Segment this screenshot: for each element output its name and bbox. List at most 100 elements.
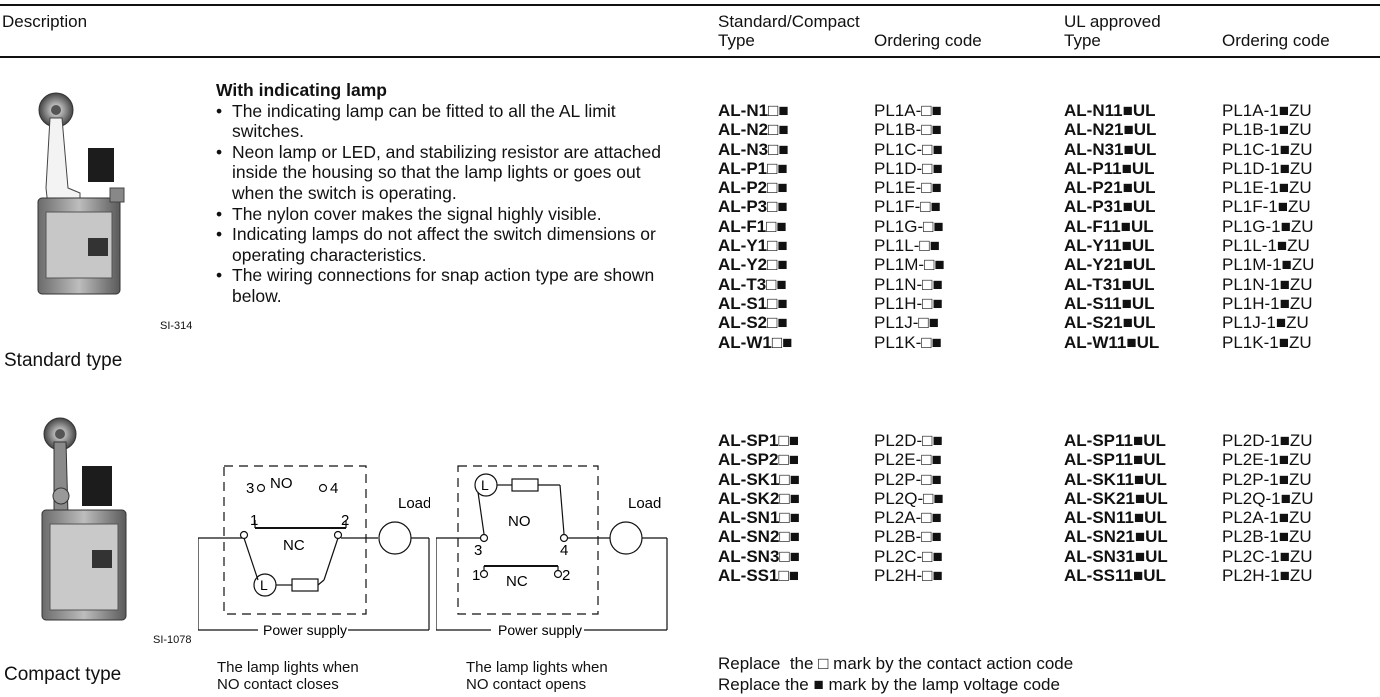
type-cell: AL-W1□■	[718, 332, 793, 352]
feature-bullet-1: The indicating lamp can be fitted to all…	[216, 101, 686, 142]
load-label: Load	[398, 495, 430, 512]
lamp-symbol-label: L	[481, 477, 489, 493]
code-cell: PL1A-□■	[874, 101, 942, 120]
terminal-2-label: 2	[562, 567, 570, 584]
ul-code-cell: PL1M-1■ZU	[1222, 255, 1315, 275]
ul-type-cell: AL-F11■UL	[1064, 216, 1154, 236]
terminal-1-label: 1	[250, 512, 258, 529]
ul-type-cell: AL-SK21■UL	[1064, 488, 1168, 508]
ul-type-cell: AL-P31■UL	[1064, 197, 1156, 217]
ul-code-cell: PL1L-1■ZU	[1222, 236, 1310, 256]
type-cell: AL-P2□■	[718, 178, 788, 198]
ul-type-cell: AL-P21■UL	[1064, 178, 1156, 198]
code-cell: PL2A-□■	[874, 508, 942, 528]
ul-code-cell: PL2B-1■ZU	[1222, 527, 1312, 547]
compact-photo-code: SI-1078	[153, 634, 192, 646]
compact-switch-photo	[41, 417, 127, 621]
standard-type-column: AL-N1□■AL-N2□■AL-N3□■AL-P1□■AL-P2□■AL-P3…	[718, 101, 792, 352]
ul-code-cell: PL1D-1■ZU	[1222, 158, 1313, 178]
feature-bullet-4: Indicating lamps do not affect the switc…	[216, 224, 686, 265]
terminal-3-label: 3	[474, 542, 482, 559]
header-ul-approved: UL approved	[1064, 12, 1161, 31]
header-ul-type: Type	[1064, 31, 1101, 50]
code-cell: PL1H-□■	[874, 293, 943, 313]
code-cell: PL2C-□■	[874, 546, 943, 566]
compact-type-column: AL-SP1□■AL-SP2□■AL-SK1□■AL-SK2□■AL-SN1□■…	[718, 431, 800, 585]
header-rule	[0, 56, 1380, 58]
header-ul-ordering-code: Ordering code	[1222, 31, 1330, 50]
ul-type-cell: AL-SS11■UL	[1064, 566, 1166, 586]
code-cell: PL1L-□■	[874, 236, 940, 256]
standard-code-column: PL1A-□■PL1B-□■PL1C-□■PL1D-□■PL1E-□■PL1F-…	[874, 101, 945, 352]
type-cell: AL-P1□■	[718, 158, 788, 178]
type-cell: AL-P3□■	[718, 197, 788, 217]
feature-list: With indicating lamp The indicating lamp…	[216, 80, 686, 307]
ul-type-cell: AL-N21■UL	[1064, 120, 1157, 140]
code-cell: PL2E-□■	[874, 450, 942, 470]
ul-type-cell: AL-SN21■UL	[1064, 527, 1168, 547]
power-supply-label: Power supply	[498, 622, 582, 638]
header-ordering-code: Ordering code	[874, 31, 982, 50]
nc-contact-label: NC	[283, 537, 305, 554]
standard-photo-code: SI-314	[160, 320, 193, 332]
code-cell: PL1B-□■	[874, 120, 942, 140]
header-type: Type	[718, 31, 755, 50]
wiring-diagram-no-opens: L NO 3 4 1 2 NC Load Power supply	[436, 465, 668, 638]
nc-contact-label: NC	[506, 573, 528, 590]
feature-title: With indicating lamp	[216, 80, 387, 100]
lamp-symbol-label: L	[260, 577, 268, 593]
terminal-4-label: 4	[560, 542, 568, 559]
type-cell: AL-SK1□■	[718, 469, 800, 489]
type-cell: AL-N1□■	[718, 101, 789, 120]
wiring-diagram-no-closes: 3 4 NO 1 2 NC L Load Power supply	[198, 465, 430, 638]
standard-type-caption: Standard type	[4, 350, 123, 371]
standard-switch-photo	[37, 92, 125, 295]
terminal-4-label: 4	[330, 480, 338, 497]
code-cell: PL2H-□■	[874, 566, 943, 586]
ul-code-cell: PL2D-1■ZU	[1222, 431, 1313, 450]
ul-code-cell: PL1A-1■ZU	[1222, 101, 1312, 120]
ul-code-cell: PL2Q-1■ZU	[1222, 488, 1314, 508]
type-cell: AL-SN3□■	[718, 546, 800, 566]
ul-code-cell: PL2H-1■ZU	[1222, 566, 1313, 586]
ul-type-cell: AL-S21■UL	[1064, 313, 1156, 333]
type-cell: AL-SN2□■	[718, 527, 800, 547]
ul-type-cell: AL-Y11■UL	[1064, 236, 1155, 256]
code-cell: PL1E-□■	[874, 178, 942, 198]
ul-code-cell: PL2C-1■ZU	[1222, 546, 1313, 566]
code-cell: PL2D-□■	[874, 431, 943, 450]
code-cell: PL1K-□■	[874, 332, 942, 352]
ul-code-cell: PL1B-1■ZU	[1222, 120, 1312, 140]
ul-code-cell: PL1H-1■ZU	[1222, 293, 1313, 313]
type-cell: AL-SK2□■	[718, 488, 800, 508]
ul-type-cell: AL-SN11■UL	[1064, 508, 1167, 528]
type-cell: AL-Y1□■	[718, 236, 788, 256]
terminal-1-label: 1	[472, 567, 480, 584]
ul-type-cell: AL-SP11■UL	[1064, 450, 1166, 470]
type-cell: AL-SP1□■	[718, 431, 799, 450]
compact-code-column: PL2D-□■PL2E-□■PL2P-□■PL2Q-□■PL2A-□■PL2B-…	[874, 431, 944, 585]
diagram1-caption-line1: The lamp lights when	[217, 659, 359, 676]
ul-type-cell: AL-SK11■UL	[1064, 469, 1167, 489]
type-cell: AL-T3□■	[718, 274, 787, 294]
code-cell: PL1M-□■	[874, 255, 945, 275]
code-cell: PL1C-□■	[874, 139, 943, 159]
ul-type-cell: AL-N11■UL	[1064, 101, 1156, 120]
ul-code-cell: PL1C-1■ZU	[1222, 139, 1313, 159]
type-cell: AL-N3□■	[718, 139, 789, 159]
ul-code-cell: PL1G-1■ZU	[1222, 216, 1314, 236]
ul-type-cell: AL-S11■UL	[1064, 293, 1155, 313]
feature-bullet-3: The nylon cover makes the signal highly …	[216, 204, 686, 225]
top-rule	[0, 4, 1380, 6]
ul-code-cell: PL1J-1■ZU	[1222, 313, 1309, 333]
code-cell: PL1D-□■	[874, 158, 943, 178]
note-filled-square: Replace the ■ mark by the lamp voltage c…	[718, 675, 1060, 694]
code-cell: PL2B-□■	[874, 527, 942, 547]
type-cell: AL-SP2□■	[718, 450, 799, 470]
ul-type-cell: AL-N31■UL	[1064, 139, 1157, 159]
feature-bullet-5: The wiring connections for snap action t…	[216, 265, 686, 306]
diagram2-caption-line1: The lamp lights when	[466, 659, 608, 676]
